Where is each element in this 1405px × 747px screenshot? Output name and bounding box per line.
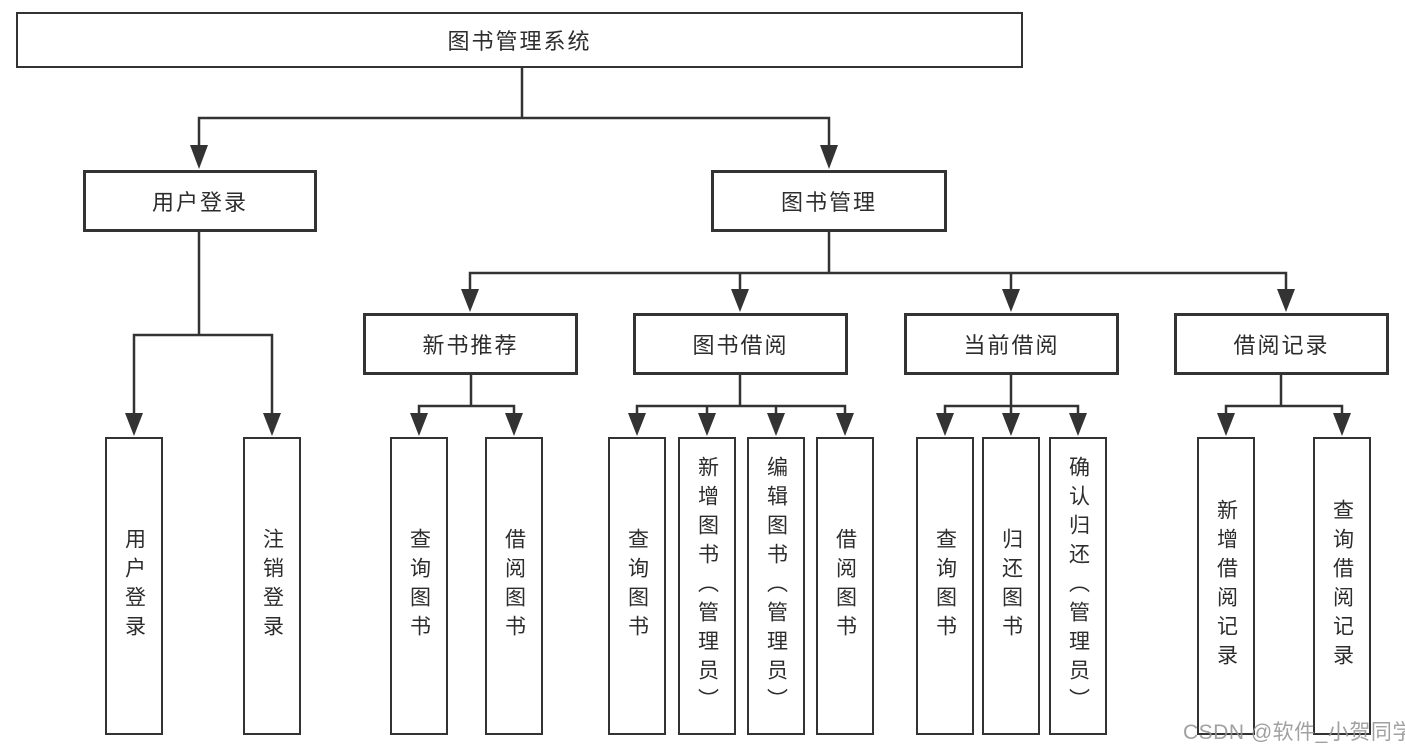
arrow-to-leaf-query-book-rec: [410, 413, 428, 436]
node-user-login-label: 用户登录: [151, 190, 248, 215]
node-leaf-add-borrow-record: 新增借阅记录: [1197, 437, 1255, 735]
edge-borrow-record-to-leaves: [1224, 373, 1344, 418]
node-leaf-user-login-label: 用户登录: [122, 528, 146, 644]
arrow-to-leaf-user-login: [125, 413, 143, 436]
node-root-system-label: 图书管理系统: [447, 29, 592, 54]
node-leaf-edit-book-label: 编辑图书（管理员）: [764, 455, 788, 717]
edge-book-borrow-to-leaves: [635, 373, 847, 418]
csdn-watermark: CSDN @软件_小贺同学: [1183, 721, 1405, 744]
node-leaf-edit-book: 编辑图书（管理员）: [747, 437, 805, 735]
node-root-system: 图书管理系统: [16, 12, 1023, 68]
node-leaf-logout-label: 注销登录: [260, 528, 284, 644]
node-leaf-return-book-label: 归还图书: [999, 528, 1023, 644]
arrow-to-borrow-record: [1277, 289, 1295, 312]
node-leaf-borrow-book-rec-label: 借阅图书: [502, 528, 526, 644]
arrow-to-leaf-query-book-borrow: [628, 413, 646, 436]
node-leaf-confirm-return-label: 确认归还（管理员）: [1066, 455, 1090, 717]
node-book-borrow-label: 图书借阅: [692, 333, 789, 358]
node-leaf-borrow-book-2: 借阅图书: [816, 437, 874, 735]
node-leaf-query-book-borrow: 查询图书: [608, 437, 666, 735]
arrow-to-leaf-query-borrow-record: [1333, 413, 1351, 436]
node-leaf-query-borrow-record-label: 查询借阅记录: [1330, 499, 1354, 673]
node-leaf-user-login: 用户登录: [105, 437, 163, 735]
edge-book-mgmt-to-level3: [468, 230, 1288, 294]
node-leaf-confirm-return: 确认归还（管理员）: [1049, 437, 1107, 735]
node-leaf-add-book-label: 新增图书（管理员）: [695, 455, 719, 717]
arrow-to-leaf-query-book-current: [936, 413, 954, 436]
node-current-borrow-label: 当前借阅: [963, 333, 1060, 358]
arrow-to-leaf-add-book: [698, 413, 716, 436]
arrow-to-leaf-logout: [263, 413, 281, 436]
node-borrow-record-label: 借阅记录: [1233, 333, 1330, 358]
arrow-to-new-book-rec: [461, 289, 479, 312]
node-leaf-query-book-borrow-label: 查询图书: [625, 528, 649, 644]
edge-user-login-to-leaves: [132, 230, 274, 417]
node-new-book-rec: 新书推荐: [363, 313, 578, 375]
arrow-to-book-mgmt: [820, 145, 838, 169]
arrowheads: [125, 145, 1351, 436]
node-book-mgmt: 图书管理: [711, 170, 947, 232]
node-user-login: 用户登录: [83, 170, 317, 232]
arrow-to-leaf-return-book: [1002, 413, 1020, 436]
node-current-borrow: 当前借阅: [904, 313, 1119, 375]
node-leaf-query-book-rec: 查询图书: [390, 437, 448, 735]
arrow-to-leaf-borrow-book-2: [836, 413, 854, 436]
node-leaf-query-book-rec-label: 查询图书: [407, 528, 431, 644]
node-leaf-add-borrow-record-label: 新增借阅记录: [1214, 499, 1238, 673]
node-borrow-record: 借阅记录: [1174, 313, 1389, 375]
node-leaf-query-book-current-label: 查询图书: [933, 528, 957, 644]
arrow-to-leaf-borrow-book-rec: [505, 413, 523, 436]
arrow-to-book-borrow: [731, 289, 749, 312]
edge-current-borrow-to-leaves: [943, 373, 1080, 418]
node-leaf-return-book: 归还图书: [982, 437, 1040, 735]
arrow-to-leaf-confirm-return: [1069, 413, 1087, 436]
edge-root-to-level2: [197, 66, 831, 152]
arrow-to-leaf-add-borrow-record: [1217, 413, 1235, 436]
node-leaf-borrow-book-2-label: 借阅图书: [833, 528, 857, 644]
node-leaf-query-borrow-record: 查询借阅记录: [1313, 437, 1371, 735]
node-book-borrow: 图书借阅: [633, 313, 848, 375]
arrow-to-leaf-edit-book: [767, 413, 785, 436]
node-leaf-borrow-book-rec: 借阅图书: [485, 437, 543, 735]
arrow-to-current-borrow: [1002, 289, 1020, 312]
node-leaf-logout: 注销登录: [243, 437, 301, 735]
node-new-book-rec-label: 新书推荐: [422, 333, 519, 358]
node-leaf-query-book-current: 查询图书: [916, 437, 974, 735]
arrow-to-user-login: [190, 145, 208, 169]
edge-new-book-rec-to-leaves: [417, 373, 516, 418]
node-leaf-add-book: 新增图书（管理员）: [678, 437, 736, 735]
node-book-mgmt-label: 图书管理: [780, 190, 877, 215]
